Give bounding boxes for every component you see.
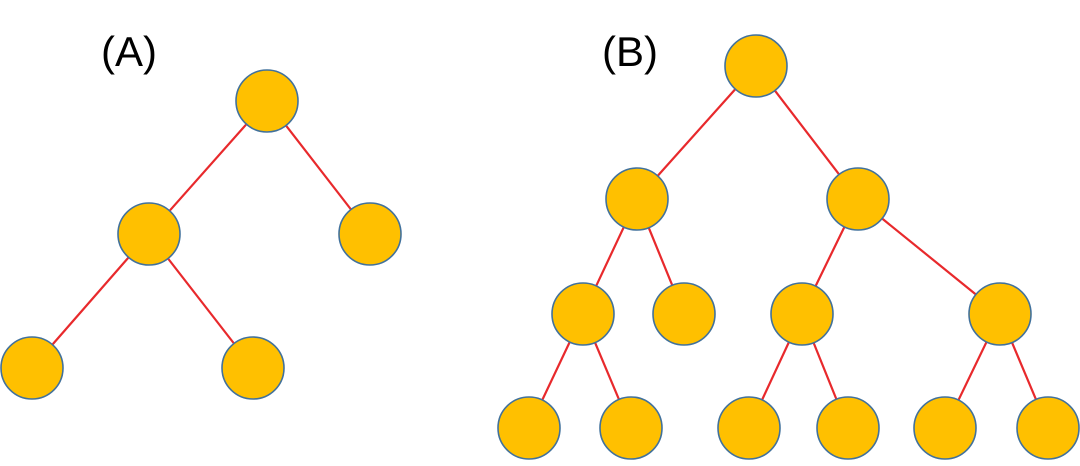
panel-b-node-9 [717,396,781,460]
panel-b-node-4 [652,282,716,346]
panel-b-edge-5 [881,217,977,296]
panel-a-edge-0 [168,123,248,212]
panel-a-node-3 [0,336,64,400]
panel-b-edge-10 [957,341,988,401]
panel-b-edge-2 [595,226,625,287]
panel-a: (A) [0,28,402,400]
panel-a-nodes [0,69,402,400]
panel-b-edge-1 [773,89,841,176]
panel-b-node-1 [605,167,669,231]
panel-a-edge-1 [285,124,352,211]
panel-b-edge-0 [656,88,737,177]
panel-b-node-12 [1016,396,1080,460]
panel-b-node-2 [826,167,890,231]
panel-a-edges [51,123,352,346]
panel-b-nodes [497,34,1080,460]
panel-a-node-2 [338,202,402,266]
panel-a-node-4 [221,336,285,400]
panel-b-edge-8 [761,341,790,401]
panel-b-edge-9 [812,342,838,400]
panel-b-edge-7 [594,342,620,400]
panel-b-node-5 [770,282,834,346]
panel-b-label: (B) [602,28,658,75]
panel-b-node-8 [599,396,663,460]
panel-a-edge-3 [167,257,235,345]
panel-b-node-3 [551,282,615,346]
panel-a-edge-2 [51,256,130,346]
panel-b-edge-3 [647,227,674,286]
panel-b-node-11 [913,396,977,460]
panel-b-node-7 [497,396,561,460]
panel-b: (B) [497,28,1080,460]
panel-b-edge-4 [814,226,846,287]
panel-b-edge-11 [1011,342,1037,400]
panel-b-edges [541,88,1037,401]
panel-b-edge-6 [541,341,571,401]
panel-a-node-1 [117,202,181,266]
panel-a-node-0 [235,69,299,133]
panel-b-node-10 [816,396,880,460]
panel-b-node-6 [968,282,1032,346]
panel-b-node-0 [724,34,788,98]
panel-a-label: (A) [101,28,157,75]
